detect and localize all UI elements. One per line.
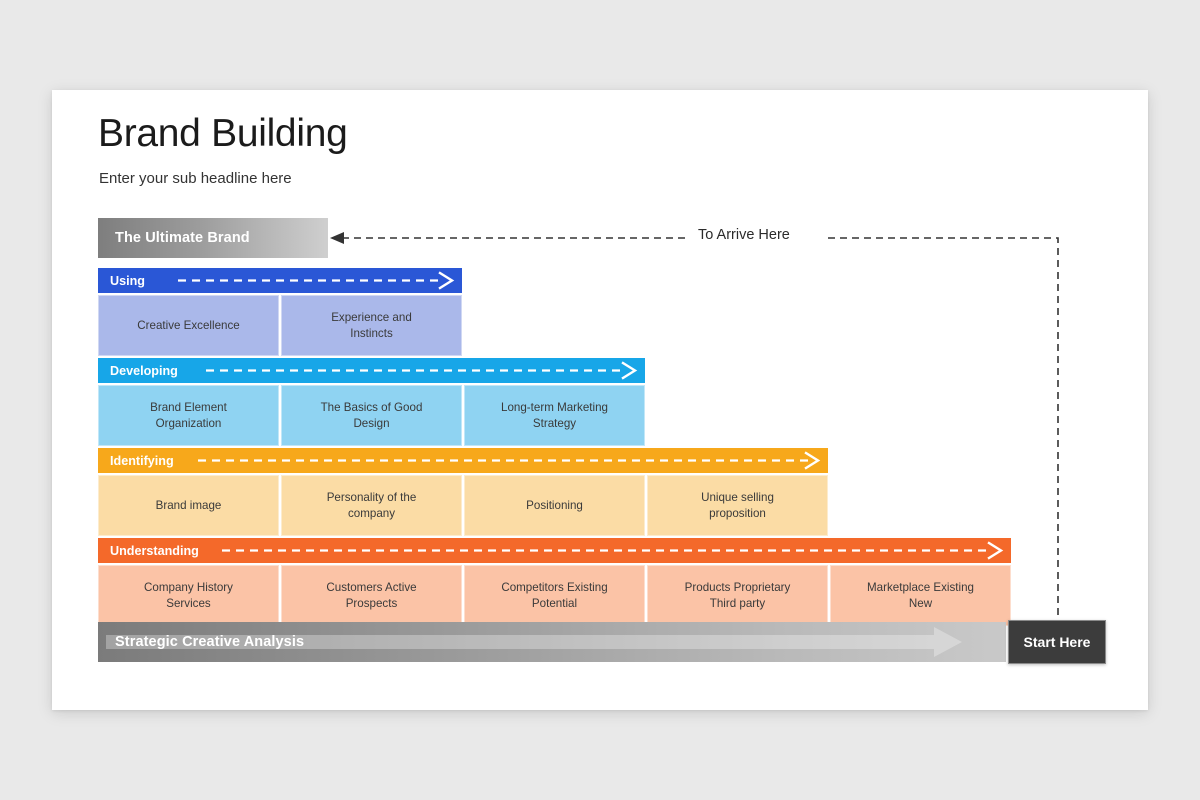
stage-bar-label-identifying: Identifying	[110, 453, 174, 468]
page-title: Brand Building	[98, 112, 348, 155]
stage-cell-label: Positioning	[526, 498, 583, 512]
stage-bar-label-using: Using	[110, 273, 145, 288]
stage-cell-label: Products Proprietary Third party	[684, 580, 791, 610]
stage-bar-identifying[interactable]: Identifying	[98, 448, 828, 473]
stage-cell-label: Unique selling proposition	[701, 490, 774, 520]
arrive-here-label: To Arrive Here	[698, 227, 790, 243]
stage-cell[interactable]: Company History Services	[98, 565, 279, 626]
brand-building-pyramid-diagram: The Ultimate Brand To Arrive Here Using …	[52, 90, 1148, 710]
stage-cell[interactable]: Experience and Instincts	[281, 295, 462, 356]
stage-cells-identifying: Brand image Personality of the company Pos…	[98, 475, 828, 536]
apex-bar-the-ultimate-brand[interactable]: The Ultimate Brand	[98, 218, 328, 258]
stage-cell[interactable]: Products Proprietary Third party	[647, 565, 828, 626]
stage-cell[interactable]: Marketplace Existing New	[830, 565, 1011, 626]
stage-cells-understanding: Company History Services Customers Active…	[98, 565, 1011, 626]
stage-bar-understanding[interactable]: Understanding	[98, 538, 1011, 563]
stage-bar-label-developing: Developing	[110, 363, 178, 378]
stage-cell[interactable]: Creative Excellence	[98, 295, 279, 356]
stage-cell-label: Customers Active Prospects	[326, 580, 417, 610]
stage-cell-label: Personality of the company	[326, 490, 417, 520]
stage-cell-label: Brand image	[155, 498, 222, 512]
stage-cells-using: Creative Excellence Experience and Instin…	[98, 295, 462, 356]
start-here-marker[interactable]: Start Here	[1008, 620, 1106, 664]
stage-cell-label: Experience and Instincts	[331, 310, 412, 340]
presentation-slide: Brand Building Enter your sub headline h…	[52, 90, 1148, 710]
page-subtitle: Enter your sub headline here	[99, 170, 292, 187]
stage-cell-label: Marketplace Existing New	[867, 580, 974, 610]
apex-bar-label: The Ultimate Brand	[115, 230, 250, 246]
stage-cell[interactable]: Competitors Existing Potential	[464, 565, 645, 626]
base-bar-strategic-creative-analysis[interactable]: Strategic Creative Analysis	[98, 622, 1006, 662]
stage-arrow-icon	[206, 361, 638, 380]
stage-arrow-icon	[178, 271, 455, 290]
base-bar-label: Strategic Creative Analysis	[115, 634, 305, 650]
stage-cell-label: Long-term Marketing Strategy	[501, 400, 608, 430]
stage-cell-label: The Basics of Good Design	[320, 400, 423, 430]
stage-cell-label: Company History Services	[144, 580, 233, 610]
base-bar-arrow-icon	[106, 627, 962, 657]
stage-cell[interactable]: The Basics of Good Design	[281, 385, 462, 446]
stage-cells-developing: Brand Element Organization The Basics of …	[98, 385, 645, 446]
stage-cell[interactable]: Customers Active Prospects	[281, 565, 462, 626]
stage-cell-label: Competitors Existing Potential	[501, 580, 608, 610]
stage-cell-label: Creative Excellence	[137, 318, 240, 332]
stage-bar-using[interactable]: Using	[98, 268, 462, 293]
stage-arrow-icon	[222, 541, 1004, 560]
stage-cell[interactable]: Long-term Marketing Strategy	[464, 385, 645, 446]
start-here-label: Start Here	[1023, 634, 1091, 650]
stage-cell[interactable]: Brand Element Organization	[98, 385, 279, 446]
stage-arrow-icon	[198, 451, 821, 470]
stage-bar-label-understanding: Understanding	[110, 543, 199, 558]
stage-cell[interactable]: Positioning	[464, 475, 645, 536]
stage-cell-label: Brand Element Organization	[150, 400, 227, 430]
stage-cell[interactable]: Personality of the company	[281, 475, 462, 536]
stage-cell[interactable]: Brand image	[98, 475, 279, 536]
stage-cell[interactable]: Unique selling proposition	[647, 475, 828, 536]
stage-bar-developing[interactable]: Developing	[98, 358, 645, 383]
